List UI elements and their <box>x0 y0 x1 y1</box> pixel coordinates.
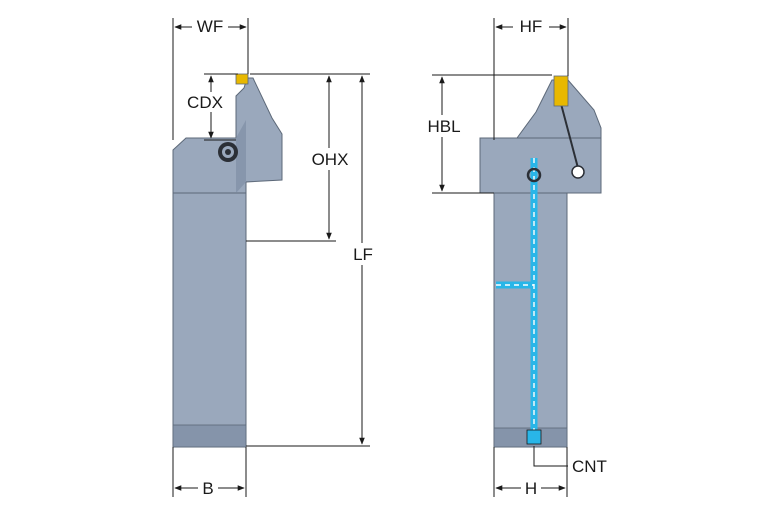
front-view-insert <box>553 75 569 107</box>
side-view-insert <box>235 73 249 85</box>
hbl-label: HBL <box>427 117 460 136</box>
front-view <box>479 75 602 448</box>
lf-label: LF <box>353 245 373 264</box>
front-view-head <box>479 137 602 194</box>
coolant-outlet-icon <box>526 167 542 183</box>
side-view <box>172 73 283 448</box>
lever-pivot-icon <box>571 165 585 179</box>
h-label: H <box>525 479 537 498</box>
hf-label: HF <box>520 17 543 36</box>
cdx-label: CDX <box>187 93 223 112</box>
side-view-shank <box>172 192 247 448</box>
coolant-inlet <box>526 429 542 445</box>
side-view-head <box>172 77 283 194</box>
ohx-label: OHX <box>312 150 349 169</box>
wf-label: WF <box>197 17 223 36</box>
cnt-label: CNT <box>572 457 607 476</box>
b-label: B <box>202 479 213 498</box>
